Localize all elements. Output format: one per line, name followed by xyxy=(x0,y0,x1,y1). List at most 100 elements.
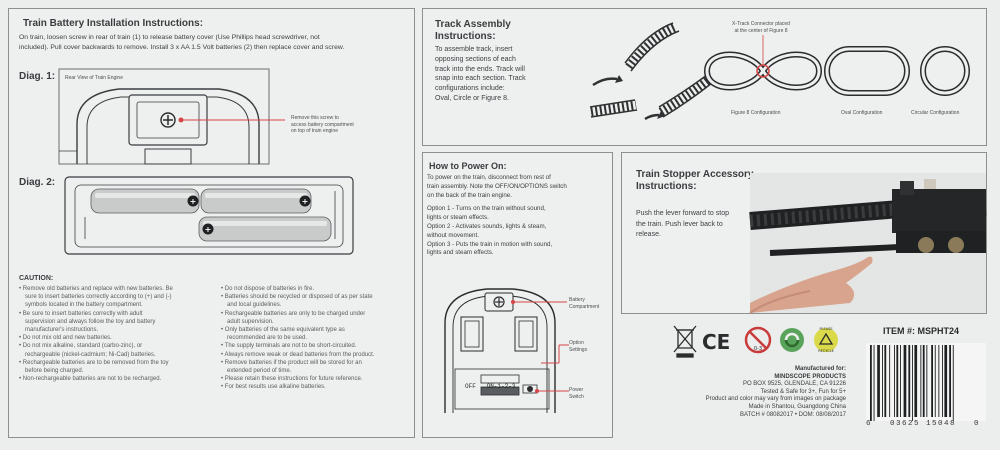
connector-note: X-Track Connector placed at the center o… xyxy=(715,21,807,34)
diag1-note-line: access battery compartment xyxy=(291,121,354,128)
green-dot-icon xyxy=(780,328,804,352)
recycle-icon: PLEASE RECYCLE xyxy=(814,327,838,353)
power-switch-text: OFF ON-1-2-3 xyxy=(465,383,516,390)
diag1-label: Diag. 1: xyxy=(19,71,56,82)
caution-line: and local guidelines. xyxy=(227,302,282,309)
callout-battery-line: Compartment xyxy=(569,303,600,310)
battery-title: Train Battery Installation Instructions: xyxy=(23,18,204,29)
stopper-photo xyxy=(749,173,987,314)
caution-line: The supply terminals are not to be short… xyxy=(221,342,413,350)
caution-line: supervision and always follow the toy an… xyxy=(25,318,156,325)
barcode-digits: 6 03625 15048 0 xyxy=(866,420,981,428)
caution-line: Remove old batteries and replace with ne… xyxy=(19,285,219,293)
stopper-body-line: release. xyxy=(636,231,661,238)
oval-label: Oval Configuration xyxy=(841,110,883,116)
fig8-label: Figure 8 Configuration xyxy=(731,110,781,116)
caution-line: Do not dispose of batteries in fire. xyxy=(221,285,413,293)
caution-line: Be sure to insert batteries correctly wi… xyxy=(19,310,219,318)
caution-line: symbols located in the battery compartme… xyxy=(25,302,143,309)
caution-line: Please retain these instructions for fut… xyxy=(221,375,413,383)
power-body-line: Option 3 - Puts the train in motion with… xyxy=(427,240,553,248)
power-title: How to Power On: xyxy=(429,161,507,171)
callout-options-line: Option xyxy=(569,340,584,346)
caution-line: Always remove weak or dead batteries fro… xyxy=(221,351,413,359)
power-body-line: To power on the train, disconnect from r… xyxy=(427,174,551,181)
connector-note-line: at the center of Figure 8 xyxy=(734,27,788,34)
track-body-line: Oval, Circle or Figure 8. xyxy=(435,94,509,102)
track-title-1: Track Assembly xyxy=(435,19,511,30)
power-body-line: Option 1 - Turns on the train without so… xyxy=(427,205,546,213)
caution-line: Do not mix old and new batteries. xyxy=(19,334,219,342)
caution-line: Rechargeable batteries are to be removed… xyxy=(19,359,219,367)
caution-line: For best results use alkaline batteries. xyxy=(221,383,413,391)
caution-line: Remove batteries if the product will be … xyxy=(221,359,413,367)
caution-column-1: Remove old batteries and replace with ne… xyxy=(19,285,219,383)
stopper-body: Push the lever forward to stop the train… xyxy=(636,209,729,241)
track-panel: Track Assembly Instructions: To assemble… xyxy=(422,8,987,146)
track-title-2: Instructions: xyxy=(435,31,496,42)
power-engine-drawing xyxy=(444,288,569,413)
battery-intro-2: included). Pull cover backwards to remov… xyxy=(19,44,345,51)
caution-line: adult supervision. xyxy=(227,318,274,325)
caution-column-2: Do not dispose of batteries in fire.Batt… xyxy=(221,285,413,392)
callout-power-line: Power xyxy=(569,387,584,393)
caution-line: manufacturer's instructions. xyxy=(25,327,99,334)
diag2-battery-drawing: + + + xyxy=(64,176,354,255)
diag1-note: Remove this screw to access battery comp… xyxy=(291,115,354,135)
caution-line: Rechargeable batteries are only to be ch… xyxy=(221,310,413,318)
track-configurations-drawing xyxy=(703,35,970,96)
caution-line: Only batteries of the same equivalent ty… xyxy=(221,326,413,334)
svg-text:+: + xyxy=(302,197,309,206)
svg-text:+: + xyxy=(190,197,197,206)
manufacturer-line: BATCH # 08082017 • DOM: 08/08/2017 xyxy=(739,411,846,418)
battery-intro-1: On train, loosen screw in rear of train … xyxy=(19,34,320,41)
diag1-note-line: Remove this screw to xyxy=(291,115,339,121)
callout-options-line: Settings xyxy=(569,346,588,353)
power-body-line: train assembly. Note the OFF/ON/OPTIONS … xyxy=(427,182,567,190)
power-body-line: without movement. xyxy=(427,231,479,239)
stopper-body-line: Push the lever forward to stop xyxy=(636,210,729,217)
callout-power-line: Switch xyxy=(569,393,584,400)
track-body-line: snap into each section. Track xyxy=(435,75,526,83)
manufacturer-line: PO BOX 9525, GLENDALE, CA 91226 xyxy=(742,381,846,388)
diag1-engine-drawing xyxy=(58,68,285,165)
manufacturer-line: Manufactured for: xyxy=(795,366,846,372)
connector-note-line: X-Track Connector placed xyxy=(732,21,790,27)
power-panel: How to Power On: To power on the train, … xyxy=(422,152,613,438)
svg-text:+: + xyxy=(205,225,212,234)
callout-options: Option Settings xyxy=(569,340,587,353)
age-warning-text: 0-3 xyxy=(754,346,762,352)
crossed-bin-icon xyxy=(673,325,697,358)
power-body-line: on the back of the train engine. xyxy=(427,191,512,199)
caution-title: CAUTION: xyxy=(19,275,54,282)
track-body-line: To assemble track, insert xyxy=(435,46,513,53)
caution-line: rechargeable (nickel-cadmium; Ni-Cad) ba… xyxy=(25,351,156,358)
stopper-body-line: the train. Push lever back to xyxy=(636,220,723,228)
manufacturer-line: Product and color may vary from images o… xyxy=(705,396,846,403)
power-body-line: lights and steam effects. xyxy=(427,249,494,257)
diag1-note-line: on top of train engine xyxy=(291,128,338,134)
stopper-title-2: Instructions: xyxy=(636,181,697,192)
diag1-caption: Rear View of Train Engine xyxy=(65,75,123,81)
power-body-line: Option 2 - Activates sounds, lights & st… xyxy=(427,222,547,230)
recycle-text-top: PLEASE xyxy=(819,327,832,331)
diag2-label: Diag. 2: xyxy=(19,177,56,188)
caution-line: extended period of time. xyxy=(227,368,292,375)
manufacturer-line: MINDSCOPE PRODUCTS xyxy=(774,373,846,380)
track-body-line: track into the ends. Track will xyxy=(435,65,525,73)
track-body-line: opposing sections of each xyxy=(435,55,516,63)
callout-power: Power Switch xyxy=(569,387,584,400)
stopper-panel: Train Stopper Accessory Instructions: Pu… xyxy=(621,152,987,314)
circle-label: Circular Configuration xyxy=(911,110,960,116)
track-pieces-drawing xyxy=(589,22,713,121)
age-warning-icon: 0-3 xyxy=(744,326,772,354)
caution-line: before being charged. xyxy=(25,368,84,375)
track-body: To assemble track, insert opposing secti… xyxy=(435,45,526,104)
stopper-title-1: Train Stopper Accessory xyxy=(636,169,754,180)
track-body-line: configurations include: xyxy=(435,85,505,93)
caution-line: Batteries should be recycled or disposed… xyxy=(221,293,413,301)
compliance-icons: CE 0-3 PLEASE RECYCLE xyxy=(673,325,838,358)
manufacturer-line: Tested & Safe for 3+, Fun for 5+ xyxy=(760,388,846,395)
